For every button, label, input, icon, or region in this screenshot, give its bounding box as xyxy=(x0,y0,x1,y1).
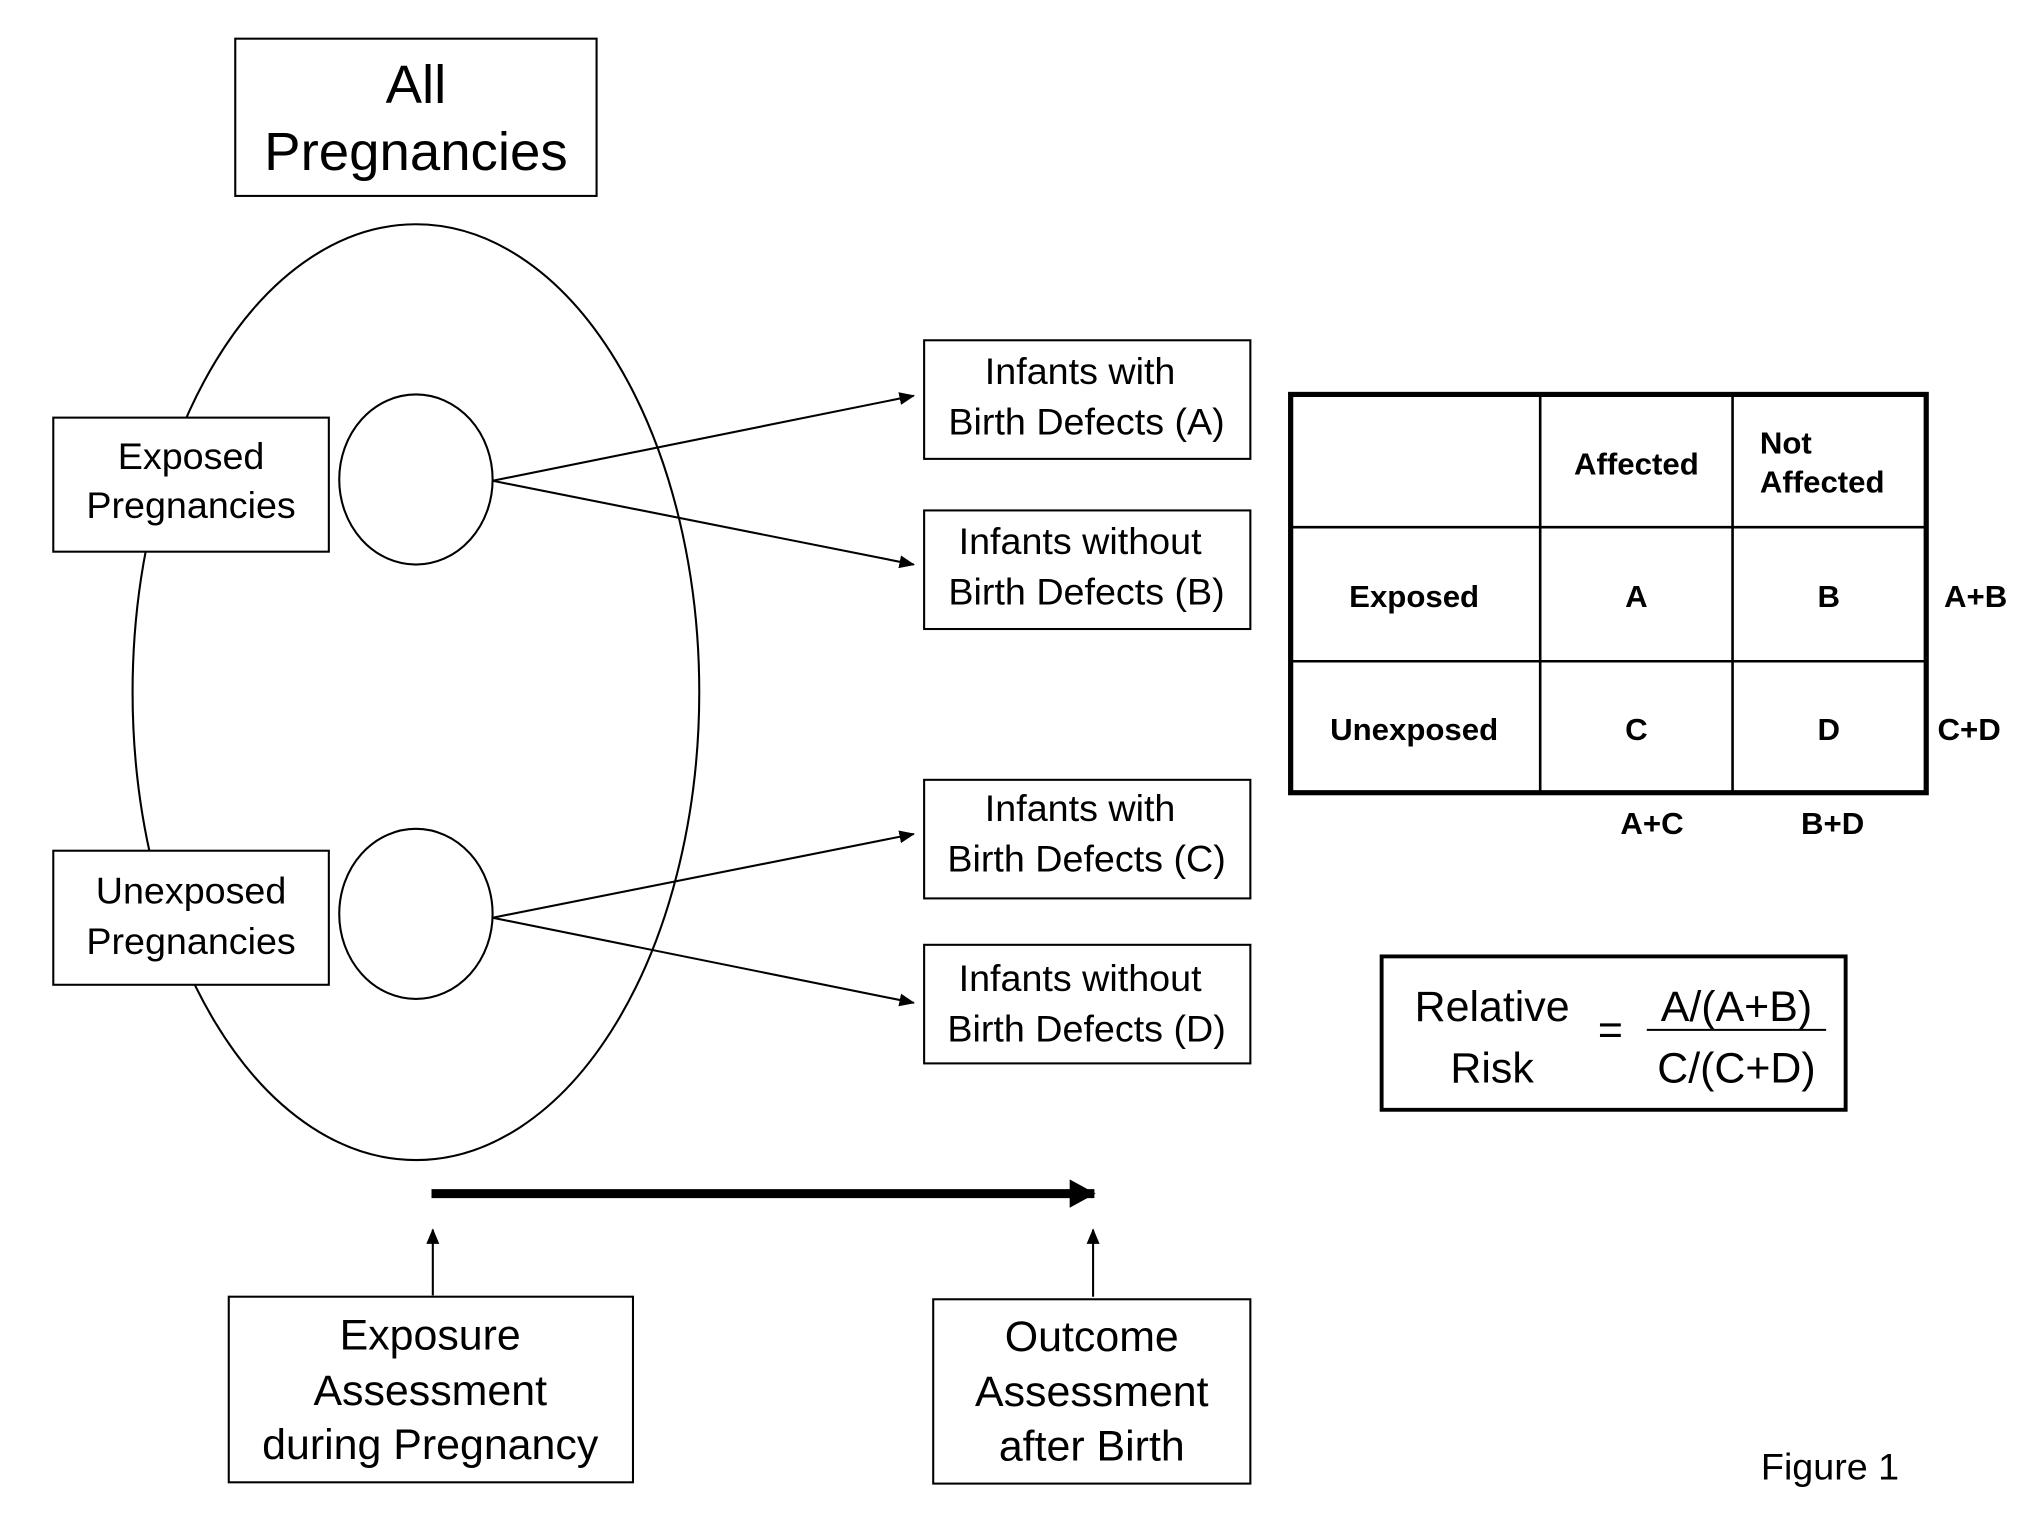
outcome-a-line1: Infants with xyxy=(985,350,1176,392)
col-header-affected: Affected xyxy=(1574,446,1699,481)
cell-d: D xyxy=(1817,712,1840,747)
row-total-unexposed: C+D xyxy=(1937,712,2000,747)
exposure-assessment-line1: Exposure xyxy=(340,1312,521,1360)
outcome-d-line2: Birth Defects (D) xyxy=(947,1008,1225,1050)
exposed-group-line1: Exposed xyxy=(118,435,265,477)
outcome-assessment-line1: Outcome xyxy=(1005,1313,1179,1361)
exposed-group-box: Exposed Pregnancies xyxy=(52,416,330,553)
arrow-to-outcome-c xyxy=(492,830,915,919)
cell-b: B xyxy=(1817,579,1840,614)
all-pregnancies-line1: All xyxy=(386,54,447,115)
outcome-assessment-line3: after Birth xyxy=(999,1423,1185,1471)
exposed-subgroup-circle xyxy=(338,393,494,566)
relative-risk-formula: Relative Risk = A/(A+B) C/(C+D) xyxy=(1379,954,1848,1112)
outcome-assessment-line2: Assessment xyxy=(975,1368,1209,1416)
formula-denominator: C/(C+D) xyxy=(1657,1045,1815,1093)
arrow-to-outcome-d xyxy=(492,916,915,1007)
col-total-not-affected: B+D xyxy=(1801,806,1864,841)
outcome-c-line1: Infants with xyxy=(985,787,1176,829)
unexposed-group-box: Unexposed Pregnancies xyxy=(52,849,330,986)
contingency-table: Affected Not Affected Exposed A B A+B Un… xyxy=(1288,391,2007,841)
formula-lhs-line2: Risk xyxy=(1450,1045,1534,1093)
exposure-assessment-box: Exposure Assessment during Pregnancy xyxy=(227,1295,635,1484)
exposure-assessment-line3: during Pregnancy xyxy=(262,1421,599,1469)
formula-lhs-line1: Relative xyxy=(1415,983,1570,1031)
row-total-exposed: A+B xyxy=(1944,579,2007,614)
all-pregnancies-line2: Pregnancies xyxy=(264,121,567,182)
cell-a: A xyxy=(1625,579,1648,614)
outcome-box-d: Infants without Birth Defects (D) xyxy=(923,943,1252,1065)
col-header-not: Not xyxy=(1760,426,1812,461)
figure-label: Figure 1 xyxy=(1761,1446,1899,1488)
outcome-b-line2: Birth Defects (B) xyxy=(948,571,1224,613)
outcome-b-line1: Infants without xyxy=(959,520,1202,562)
unexposed-subgroup-circle xyxy=(338,827,494,1000)
row-label-exposed: Exposed xyxy=(1349,579,1479,614)
formula-numerator: A/(A+B) xyxy=(1661,983,1812,1031)
outcome-assessment-box: Outcome Assessment after Birth xyxy=(932,1298,1252,1485)
arrow-to-outcome-b xyxy=(492,479,915,569)
formula-equals: = xyxy=(1598,1006,1623,1054)
unexposed-group-line1: Unexposed xyxy=(96,870,287,912)
outcome-box-c: Infants with Birth Defects (C) xyxy=(923,778,1252,900)
col-header-affected-2: Affected xyxy=(1760,465,1885,500)
outcome-c-line2: Birth Defects (C) xyxy=(947,837,1225,879)
unexposed-group-line2: Pregnancies xyxy=(86,920,295,962)
outcome-box-b: Infants without Birth Defects (B) xyxy=(923,509,1252,631)
outcome-box-a: Infants with Birth Defects (A) xyxy=(923,339,1252,460)
all-pregnancies-box: All Pregnancies xyxy=(234,37,598,197)
outcome-d-line1: Infants without xyxy=(959,957,1202,999)
arrow-to-outcome-a xyxy=(492,392,915,482)
outcome-a-line2: Birth Defects (A) xyxy=(948,401,1224,443)
cell-c: C xyxy=(1625,712,1648,747)
exposed-group-line2: Pregnancies xyxy=(86,484,295,526)
exposure-assessment-line2: Assessment xyxy=(313,1367,547,1415)
col-total-affected: A+C xyxy=(1620,806,1683,841)
row-label-unexposed: Unexposed xyxy=(1330,712,1498,747)
population-ellipse xyxy=(131,223,701,1162)
